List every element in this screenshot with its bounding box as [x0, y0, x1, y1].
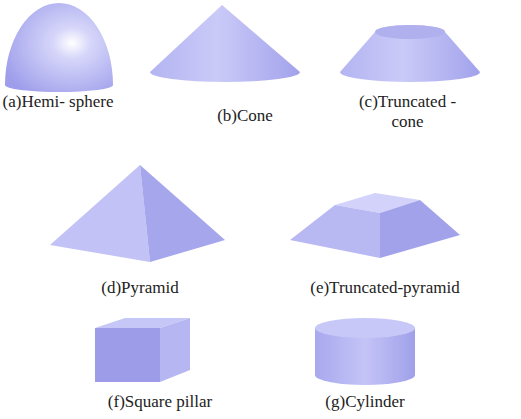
shape-caption: (c)Truncated -cone [345, 92, 470, 131]
pyramid-right-face [140, 165, 225, 262]
hemisphere-shape [5, 3, 113, 92]
truncated-pyramid-left-face [290, 205, 380, 258]
truncated-cone-shape [340, 25, 480, 82]
shape-caption: (b)Cone [180, 106, 310, 126]
square-pillar-side [160, 318, 190, 382]
shape-caption: (d)Pyramid [45, 278, 235, 298]
truncated-cone-top [375, 25, 445, 39]
shape-caption: (a)Hemi- sphere [2, 92, 114, 112]
shape-caption: (g)Cylinder [295, 392, 435, 412]
shape-caption: (e)Truncated-pyramid [255, 278, 515, 298]
pyramid-left-face [50, 165, 150, 262]
truncated-pyramid-right-face [380, 200, 460, 258]
square-pillar-front [95, 328, 160, 382]
shape-caption: (f)Square pillar [60, 392, 260, 412]
cylinder-top [315, 318, 415, 338]
cone-shape [150, 5, 300, 82]
